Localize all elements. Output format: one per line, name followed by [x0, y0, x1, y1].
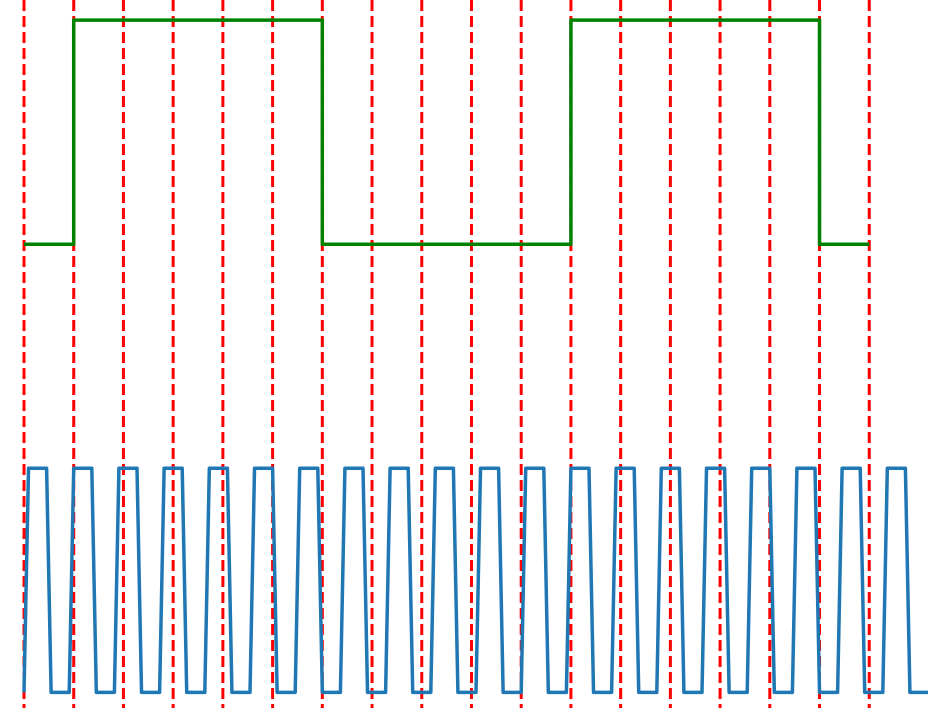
series-line-1	[22, 466, 928, 695]
series-line-0	[24, 18, 870, 246]
series-group	[22, 18, 928, 695]
vertical-marker-lines	[22, 0, 871, 708]
